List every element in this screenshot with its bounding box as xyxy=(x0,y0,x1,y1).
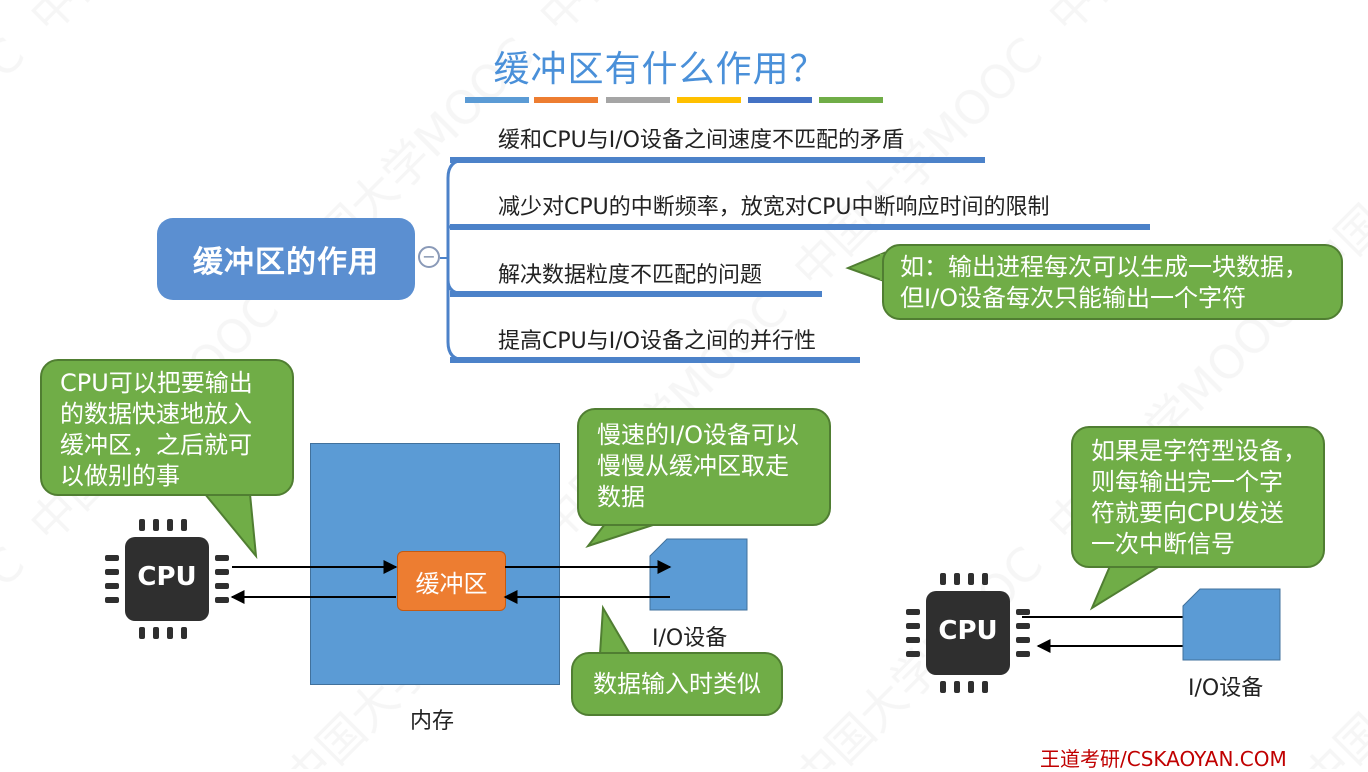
buffer-block: 缓冲区 xyxy=(397,551,506,611)
cpu-callout-line-3: 缓冲区，之后就可 xyxy=(60,431,252,459)
example-callout-line-1: 如：输出进程每次可以生成一块数据， xyxy=(900,253,1308,281)
char-device-callout-line-3: 符就要向CPU发送 xyxy=(1091,499,1284,527)
cpu-callout-line-2: 的数据快速地放入 xyxy=(60,400,252,428)
page-title: 缓冲区有什么作用？ xyxy=(493,49,827,90)
io-callout-line-2: 慢慢从缓冲区取走 xyxy=(597,452,789,480)
char-device-callout-line-2: 则每输出完一个字 xyxy=(1091,468,1283,496)
mindmap-center-node[interactable]: 缓冲区的作用 xyxy=(157,218,415,300)
cpu-chip-icon xyxy=(906,573,1030,693)
footer-brand: 王道考研/CSKAOYAN.COM xyxy=(1040,747,1287,771)
cpu-callout-line-1: CPU可以把要输出 xyxy=(60,369,253,397)
branch-4-underline xyxy=(450,357,860,363)
title-bar-3 xyxy=(606,97,670,103)
memory-label: 内存 xyxy=(410,709,455,734)
minus-circle-icon: − xyxy=(422,247,436,266)
io-callout-line-1: 慢速的I/O设备可以 xyxy=(597,421,800,449)
title-bar-1 xyxy=(465,97,529,103)
io-device-shape xyxy=(649,538,748,611)
io-device-label-right: I/O设备 xyxy=(1188,676,1264,701)
title-bar-4 xyxy=(677,97,741,103)
char-device-callout-line-1: 如果是字符型设备， xyxy=(1091,437,1307,465)
branch-3-underline xyxy=(450,291,822,297)
io-callout: 慢速的I/O设备可以 慢慢从缓冲区取走 数据 xyxy=(577,408,831,526)
cpu-callout-line-4: 以做别的事 xyxy=(60,462,180,490)
example-callout: 如：输出进程每次可以生成一块数据， 但I/O设备每次只能输出一个字符 xyxy=(882,244,1343,320)
branch-4-text: 提高CPU与I/O设备之间的并行性 xyxy=(498,329,816,354)
branch-2-underline xyxy=(450,224,1150,230)
input-callout: 数据输入时类似 xyxy=(571,652,783,716)
char-device-callout-line-4: 一次中断信号 xyxy=(1091,530,1235,558)
title-bar-5 xyxy=(748,97,812,103)
io-device-label: I/O设备 xyxy=(652,626,728,651)
cpu-label: CPU xyxy=(137,562,197,592)
collapse-toggle-button[interactable]: − xyxy=(418,246,440,268)
io-callout-line-3: 数据 xyxy=(597,483,645,511)
cpu-label-right: CPU xyxy=(938,616,998,646)
char-device-callout: 如果是字符型设备， 则每输出完一个字 符就要向CPU发送 一次中断信号 xyxy=(1071,426,1325,568)
io-device-shape-right xyxy=(1182,588,1281,661)
cpu-callout: CPU可以把要输出 的数据快速地放入 缓冲区，之后就可 以做别的事 xyxy=(40,359,294,496)
cpu-chip-icon xyxy=(105,519,229,639)
branch-2-text: 减少对CPU的中断频率，放宽对CPU中断响应时间的限制 xyxy=(498,195,1050,220)
input-callout-text: 数据输入时类似 xyxy=(593,669,761,698)
branch-1-text: 缓和CPU与I/O设备之间速度不匹配的矛盾 xyxy=(498,128,904,153)
branch-3-text: 解决数据粒度不匹配的问题 xyxy=(498,263,763,288)
title-bar-6 xyxy=(819,97,883,103)
example-callout-line-2: 但I/O设备每次只能输出一个字符 xyxy=(900,284,1247,312)
title-bar-2 xyxy=(534,97,598,103)
branch-1-underline xyxy=(450,157,985,163)
